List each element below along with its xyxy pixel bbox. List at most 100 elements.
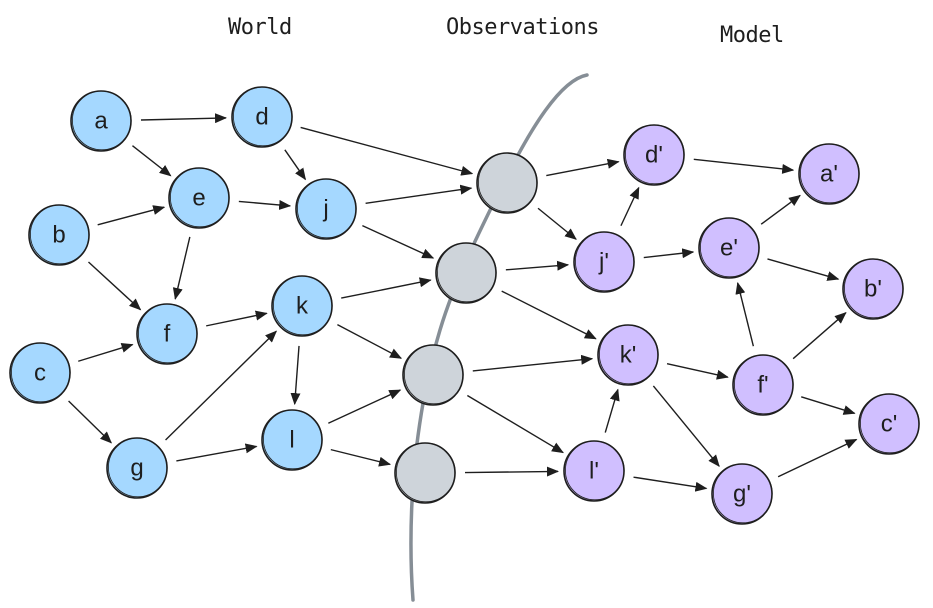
edge-k-to-l xyxy=(290,345,301,406)
node-c[interactable]: c xyxy=(9,342,71,404)
heading-world: World xyxy=(228,15,292,40)
node-label: c xyxy=(34,360,46,387)
edge-k-to-o2 xyxy=(341,277,432,299)
edge-c-to-f xyxy=(78,343,134,362)
node-g[interactable]: g xyxy=(106,437,168,499)
node-sketch-outline xyxy=(72,90,132,151)
node-label: d xyxy=(255,104,268,131)
node-l-prime[interactable]: l' xyxy=(563,440,625,502)
edge-g-prime-to-c-prime xyxy=(777,438,858,478)
node-label: j xyxy=(322,196,328,223)
node-label: b' xyxy=(864,276,882,303)
edge-j-prime-to-e-prime xyxy=(643,248,695,259)
edge-l-prime-to-k-prime xyxy=(604,388,620,433)
edge-f-to-k xyxy=(206,310,268,327)
node-d[interactable]: d xyxy=(231,86,293,148)
node-sketch-outline xyxy=(403,344,464,405)
node-sketch-outline xyxy=(262,409,323,470)
node-sketch-outline xyxy=(138,303,198,364)
edge-f-prime-to-b-prime xyxy=(792,312,847,360)
node-label: g' xyxy=(733,481,751,508)
edge-j-prime-to-d-prime xyxy=(620,186,640,227)
edge-b-to-e xyxy=(97,205,166,226)
node-b-prime[interactable]: b' xyxy=(842,258,904,320)
node-j[interactable]: j xyxy=(295,178,357,240)
node-f[interactable]: f xyxy=(136,303,198,365)
node-sketch-outline xyxy=(699,217,760,278)
edge-e-prime-to-a-prime xyxy=(760,194,801,225)
observation-divider-line xyxy=(409,73,589,602)
edge-o4-to-l-prime xyxy=(464,466,560,477)
edge-f-prime-to-e-prime xyxy=(735,281,755,347)
node-sketch-outline xyxy=(296,178,357,239)
node-j-prime[interactable]: j' xyxy=(573,231,635,293)
edge-a-to-d xyxy=(140,113,228,124)
node-f-prime[interactable]: f' xyxy=(732,354,794,416)
node-sketch-outline xyxy=(843,258,904,319)
edge-e-to-j xyxy=(238,199,292,210)
edge-o2-to-k-prime xyxy=(501,290,597,340)
node-sketch-outline xyxy=(477,152,538,213)
edge-a-to-e xyxy=(132,145,172,177)
edge-d-to-j xyxy=(284,149,307,181)
node-label: d' xyxy=(645,142,663,169)
node-sketch-outline xyxy=(10,342,71,403)
edge-j-to-o2 xyxy=(362,224,435,259)
node-sketch-outline xyxy=(624,124,685,185)
edge-e-prime-to-b-prime xyxy=(767,258,840,281)
node-e-prime[interactable]: e' xyxy=(698,217,760,279)
node-label: a' xyxy=(820,161,838,188)
node-g-prime[interactable]: g' xyxy=(711,463,773,525)
node-sketch-outline xyxy=(272,275,333,336)
edge-o1-to-d-prime xyxy=(546,158,620,177)
edges-layer xyxy=(68,113,858,492)
node-sketch-outline xyxy=(598,324,659,385)
node-label: e' xyxy=(720,235,738,262)
node-sketch-outline xyxy=(574,231,635,292)
node-label: l' xyxy=(589,458,599,485)
node-a[interactable]: a xyxy=(70,90,132,152)
node-sketch-outline xyxy=(859,393,920,454)
node-o1[interactable] xyxy=(476,152,538,214)
node-sketch-outline xyxy=(232,86,293,147)
edge-o1-to-j-prime xyxy=(537,207,577,240)
node-d-prime[interactable]: d' xyxy=(623,124,685,186)
node-sketch-outline xyxy=(733,354,794,415)
node-label: g xyxy=(130,455,143,482)
node-o3[interactable] xyxy=(402,344,464,406)
node-label: j' xyxy=(598,249,609,276)
node-label: f' xyxy=(757,372,768,399)
node-c-prime[interactable]: c' xyxy=(858,393,920,455)
node-label: k' xyxy=(620,342,637,369)
node-b[interactable]: b xyxy=(28,204,90,266)
node-k-prime[interactable]: k' xyxy=(597,324,659,386)
node-sketch-outline xyxy=(395,442,456,503)
edge-g-to-k xyxy=(165,330,278,441)
node-k[interactable]: k xyxy=(271,275,333,337)
node-sketch-outline xyxy=(799,143,860,204)
node-sketch-outline xyxy=(170,167,230,228)
node-sketch-outline xyxy=(29,204,90,265)
node-label: k xyxy=(296,293,309,320)
node-o2[interactable] xyxy=(435,242,497,304)
node-label: l xyxy=(289,427,294,454)
edge-l-to-o4 xyxy=(330,448,392,467)
node-o4[interactable] xyxy=(394,442,456,504)
node-e[interactable]: e xyxy=(168,167,230,229)
edge-d-to-o1 xyxy=(300,126,474,176)
node-a-prime[interactable]: a' xyxy=(798,143,860,205)
edge-d-prime-to-a-prime xyxy=(693,158,795,174)
edge-c-to-g xyxy=(68,400,112,444)
edge-k-to-o3 xyxy=(337,324,403,359)
edge-l-to-o3 xyxy=(328,389,402,424)
node-label: b xyxy=(52,222,65,249)
edge-e-to-f xyxy=(172,236,191,300)
edge-g-to-l xyxy=(176,443,258,462)
edge-o3-to-k-prime xyxy=(472,354,594,372)
edge-b-to-f xyxy=(88,261,142,311)
node-label: a xyxy=(94,108,108,135)
nodes-layer: a b c d e f g j k l d' j' k' l' a' e' f' g' b' c' xyxy=(9,86,920,525)
node-sketch-outline xyxy=(108,437,168,498)
node-l[interactable]: l xyxy=(261,409,323,471)
